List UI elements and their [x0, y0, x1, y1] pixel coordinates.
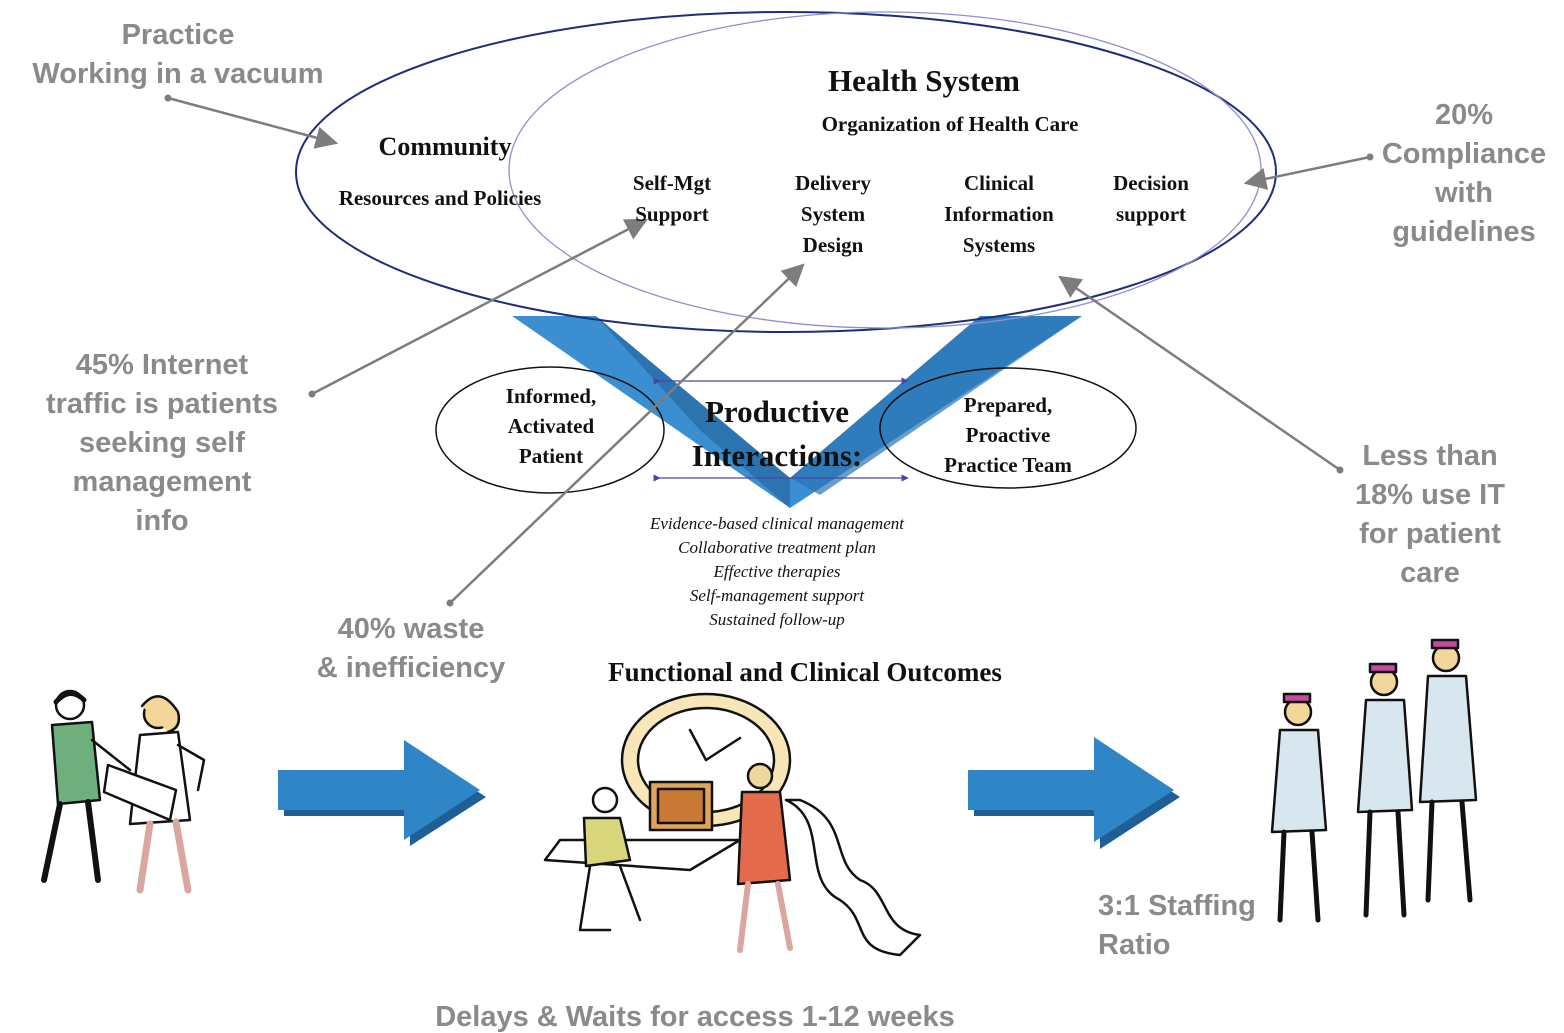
waste-annotation: 40% waste & inefficiency — [296, 610, 526, 688]
health-system-title: Health System — [827, 63, 1020, 98]
list-item: Collaborative treatment plan — [678, 538, 876, 557]
delivery-system-design-label: Delivery System Design — [758, 168, 908, 261]
label-line: Patient — [518, 444, 584, 468]
annotation-line: management — [72, 466, 252, 498]
productive-interactions-label: Productive Interactions: — [652, 390, 902, 478]
team-ellipse — [879, 367, 1137, 489]
outcomes-title: Functional and Clinical Outcomes — [608, 657, 1002, 687]
office-worker-clock-clipart-icon — [543, 692, 922, 957]
funnel-chevron — [512, 316, 1082, 508]
community-ellipse — [295, 11, 1277, 333]
pointer-lines — [167, 96, 1371, 604]
interaction-items-list: Evidence-based clinical management Colla… — [576, 512, 978, 632]
label-line: Systems — [962, 233, 1036, 257]
nurses-group-clipart-icon — [1270, 638, 1478, 923]
annotation-line: seeking self — [78, 427, 246, 459]
prepared-proactive-team-label: Prepared, Proactive Practice Team — [910, 390, 1106, 480]
annotation-line: Working in a vacuum — [32, 58, 324, 90]
two-workers-clipart-icon — [41, 689, 206, 894]
annotation-line: Delays & Waits for access 1-12 weeks — [435, 1001, 955, 1033]
label-line: Self-Mgt — [632, 171, 712, 195]
label-line: Prepared, — [963, 393, 1053, 417]
practice-annotation: Practice Working in a vacuum — [8, 16, 348, 94]
clinical-information-systems-label: Clinical Information Systems — [914, 168, 1084, 261]
label-line: Clinical — [963, 171, 1034, 195]
community-title: Community — [378, 132, 512, 161]
label-line: Practice Team — [944, 453, 1072, 477]
internet-annotation: 45% Internet traffic is patients seeking… — [22, 346, 302, 541]
decision-support-label: Decision support — [1086, 168, 1216, 230]
annotation-line: care — [1400, 557, 1460, 589]
annotation-line: Ratio — [1098, 929, 1171, 961]
annotation-line: 20% — [1434, 99, 1494, 131]
label-line: Design — [802, 233, 864, 257]
label-line: Support — [635, 202, 709, 226]
list-item: Sustained follow-up — [709, 610, 845, 629]
annotation-line: with — [1435, 177, 1493, 209]
staffing-annotation: 3:1 Staffing Ratio — [1098, 887, 1256, 965]
list-item: Effective therapies — [713, 562, 841, 581]
annotation-line: & inefficiency — [316, 652, 506, 684]
annotation-line: info — [135, 505, 189, 537]
annotation-line: 40% waste — [337, 613, 485, 645]
pointer-dots — [164, 94, 1374, 607]
annotation-line: 18% use IT — [1355, 479, 1505, 511]
annotation-line: Compliance — [1381, 138, 1547, 170]
annotation-line: Less than — [1362, 440, 1498, 472]
annotation-line: 3:1 Staffing — [1098, 890, 1256, 922]
label-line: support — [1115, 202, 1187, 226]
annotation-line: traffic is patients — [45, 388, 279, 420]
list-item: Self-management support — [689, 586, 865, 605]
label-line: Information — [944, 202, 1054, 226]
label-line: Productive — [704, 394, 850, 429]
label-line: Decision — [1113, 171, 1189, 195]
annotation-line: guidelines — [1392, 216, 1536, 248]
label-line: System — [800, 202, 866, 226]
informed-activated-patient-label: Informed, Activated Patient — [470, 381, 632, 471]
resources-subtitle: Resources and Policies — [338, 186, 542, 210]
list-item: Evidence-based clinical management — [650, 514, 904, 533]
organization-subtitle: Organization of Health Care — [821, 112, 1079, 136]
self-mgt-support-label: Self-Mgt Support — [600, 168, 744, 230]
annotation-line: 45% Internet — [75, 349, 249, 381]
right-arrow-icon — [968, 737, 1180, 849]
compliance-annotation: 20% Compliance with guidelines — [1364, 96, 1564, 252]
it-use-annotation: Less than 18% use IT for patient care — [1330, 437, 1530, 593]
patient-ellipse — [435, 366, 665, 494]
right-arrow-icon — [278, 740, 486, 846]
annotation-line: for patient — [1359, 518, 1501, 550]
annotation-line: Practice — [121, 19, 235, 51]
label-line: Informed, — [505, 384, 597, 408]
delays-annotation: Delays & Waits for access 1-12 weeks — [380, 998, 1010, 1033]
label-line: Proactive — [965, 423, 1051, 447]
label-line: Delivery — [795, 171, 871, 195]
label-line: Activated — [507, 414, 595, 438]
label-line: Interactions: — [691, 438, 863, 473]
